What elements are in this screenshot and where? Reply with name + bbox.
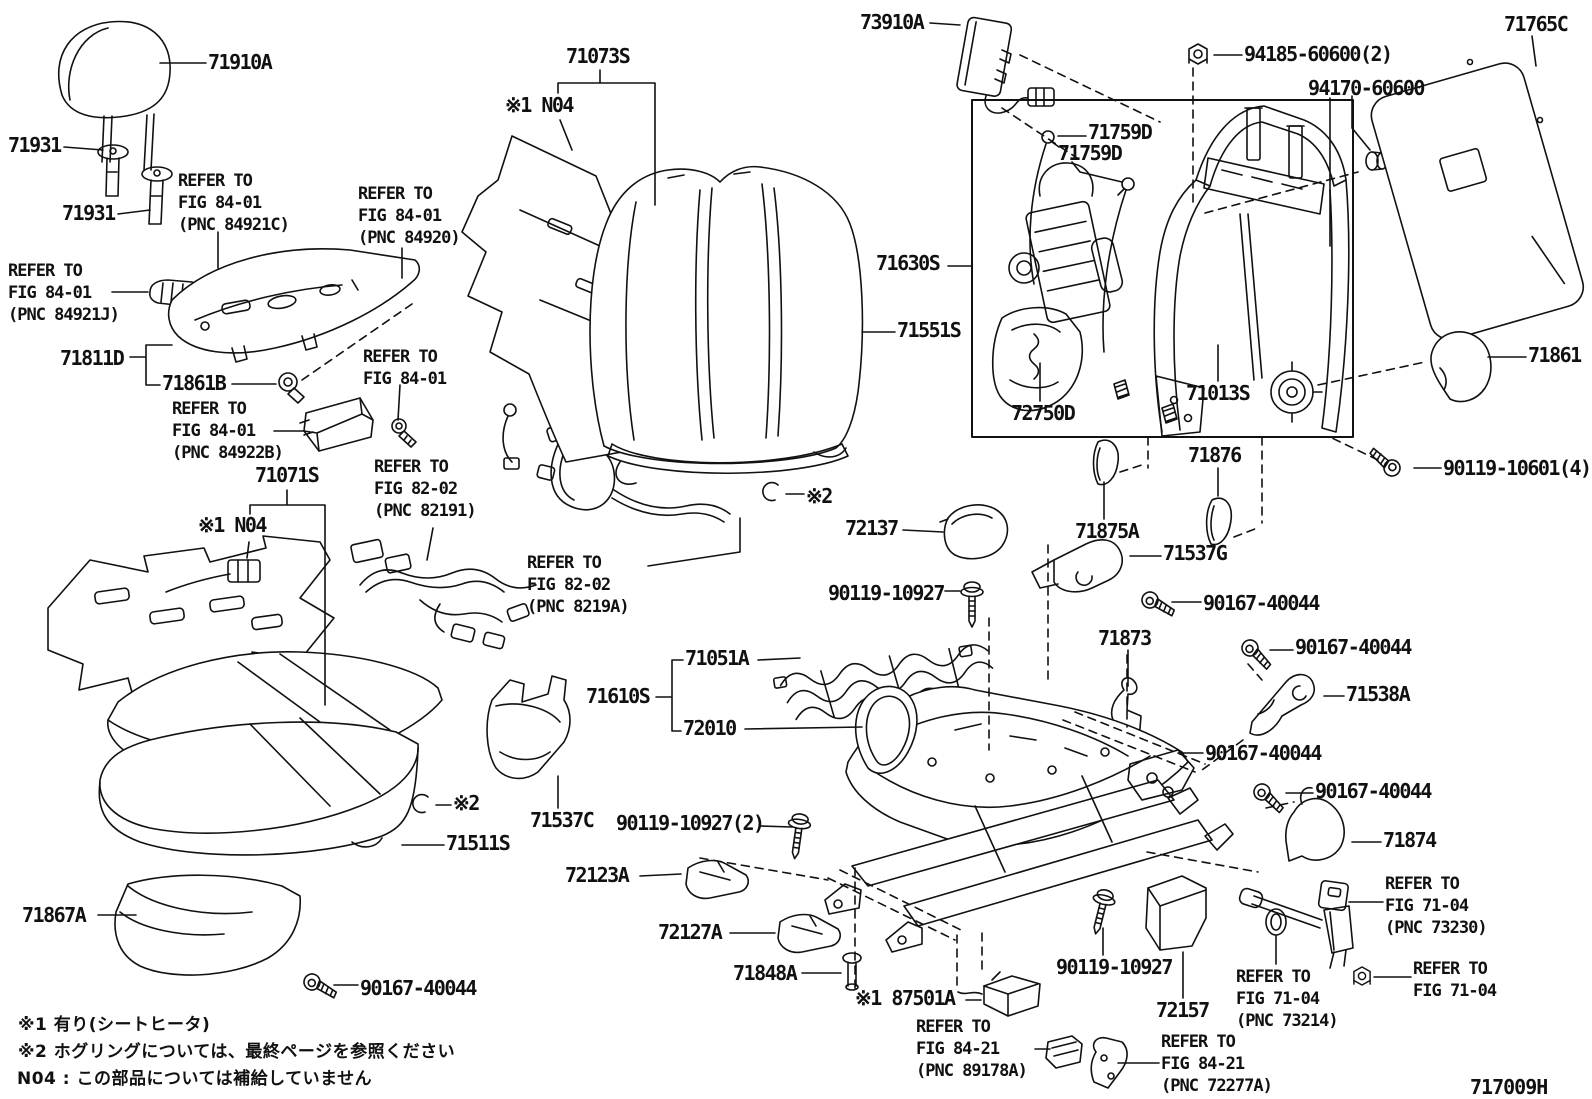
seat-shield-71811d-drawing bbox=[167, 248, 421, 363]
knob-71861-drawing bbox=[1430, 331, 1492, 403]
bracket-72277a-drawing bbox=[1090, 1036, 1128, 1089]
assembly-dashed-lines bbox=[301, 54, 1426, 991]
frame-box-71630s bbox=[971, 99, 1354, 438]
headrest-stay-drawings bbox=[97, 144, 173, 225]
harness-82191-drawing bbox=[350, 538, 537, 650]
occupant-sensor-73910a-drawing bbox=[956, 16, 1055, 114]
bolt-10601-drawing bbox=[1364, 447, 1405, 480]
seat-adjuster-frame-drawing bbox=[824, 685, 1234, 953]
bolt-90167-1-drawing bbox=[1139, 589, 1178, 617]
switch-84922b-drawing bbox=[299, 397, 374, 452]
nut-94185-drawing bbox=[1188, 43, 1208, 65]
seatback-board-71765c-drawing bbox=[1370, 58, 1585, 341]
screw-10927-2-drawing bbox=[782, 811, 813, 861]
screw-drawing-left bbox=[391, 418, 417, 448]
bolt-71861b-drawing bbox=[278, 372, 305, 404]
cushion-heater-pad-drawing bbox=[47, 535, 335, 697]
seatback-cushion-drawing bbox=[589, 165, 864, 485]
screw-10927-lower-drawing bbox=[1084, 886, 1118, 938]
hog-ring-upper-drawing bbox=[762, 481, 779, 502]
bracket-71537g-drawing bbox=[1031, 539, 1123, 593]
bracket-71874-drawing bbox=[1285, 786, 1345, 862]
lumbar-cable-clip-drawings bbox=[1029, 130, 1135, 353]
bolt-90167-2-drawing bbox=[1237, 636, 1278, 671]
stud-71848a-drawing bbox=[842, 952, 862, 991]
cover-72137-drawing bbox=[939, 504, 1009, 560]
lumbar-mechanism-drawing bbox=[991, 162, 1124, 412]
clip-72123a-drawing bbox=[685, 859, 749, 900]
hog-ring-lower-drawing bbox=[412, 793, 429, 814]
connector-89178a-drawing bbox=[1045, 1035, 1083, 1069]
clip-72127a-drawing bbox=[777, 913, 841, 954]
nut-71-04-drawing bbox=[1353, 966, 1371, 986]
leader-lines bbox=[63, 22, 1537, 1064]
seatbelt-buckle-drawing bbox=[1238, 880, 1354, 969]
seatback-frame-drawing bbox=[1113, 105, 1350, 437]
bracket-72157-drawing bbox=[1145, 875, 1207, 951]
bracket-71538a-drawing bbox=[1249, 673, 1316, 736]
sensor-87501a-drawing bbox=[957, 971, 1041, 1017]
seat-cushion-71511s-drawing bbox=[98, 717, 419, 856]
bolt-90167-4-drawing bbox=[1249, 780, 1290, 814]
cushion-shield-71537c-drawing bbox=[486, 675, 571, 780]
screw-10927-upper-drawing bbox=[960, 581, 984, 628]
valance-71867a-drawing bbox=[114, 874, 302, 976]
garnish-71876-drawing bbox=[1205, 497, 1233, 546]
garnish-71875a-drawing bbox=[1092, 439, 1120, 486]
